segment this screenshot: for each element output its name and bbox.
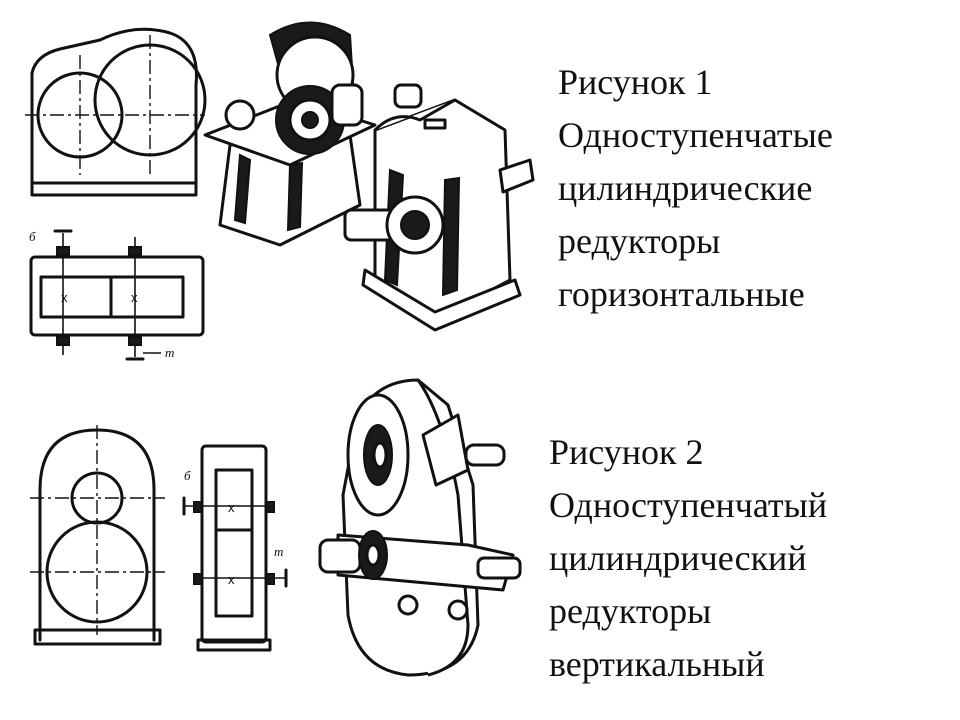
caption-1-line-1: Рисунок 1: [558, 62, 713, 102]
caption-2-line-1: Рисунок 2: [549, 432, 704, 472]
fig2-output-label: т: [274, 544, 283, 559]
caption-1-line-4: редукторы: [558, 221, 721, 261]
caption-1-line-2: Одноступенчатые: [558, 115, 833, 155]
fig1-output-label: т: [165, 345, 174, 360]
fig2-vertical-gearbox-illustration: [318, 378, 522, 677]
fig1-input-label: б: [29, 229, 36, 244]
caption-2-line-5: вертикальный: [549, 644, 765, 684]
caption-2-line-2: Одноступенчатый: [549, 485, 828, 525]
fig1-housing-drawing: [25, 27, 207, 197]
fig1-open-gearbox-illustration: [203, 21, 377, 247]
fig2-housing-drawing: [30, 425, 165, 646]
caption-figure-2: Рисунок 2 Одноступенчатый цилиндрический…: [549, 426, 827, 691]
fig2-kinematic-schematic: б т x x: [182, 444, 288, 652]
fig1-gear-mark-2: x: [131, 290, 138, 305]
caption-1-line-3: цилиндрические: [558, 168, 813, 208]
fig1-gear-mark-1: x: [61, 290, 68, 305]
caption-2-line-3: цилиндрический: [549, 538, 807, 578]
fig1-closed-gearbox-illustration: [343, 83, 535, 332]
caption-1-line-5: горизонтальные: [558, 274, 805, 314]
fig2-input-label: б: [184, 468, 191, 483]
caption-figure-1: Рисунок 1 Одноступенчатые цилиндрические…: [558, 56, 833, 321]
fig1-kinematic-schematic: б т x x: [29, 229, 205, 361]
caption-2-line-4: редукторы: [549, 591, 712, 631]
fig2-gear-mark-2: x: [228, 572, 235, 587]
fig2-gear-mark-1: x: [228, 500, 235, 515]
